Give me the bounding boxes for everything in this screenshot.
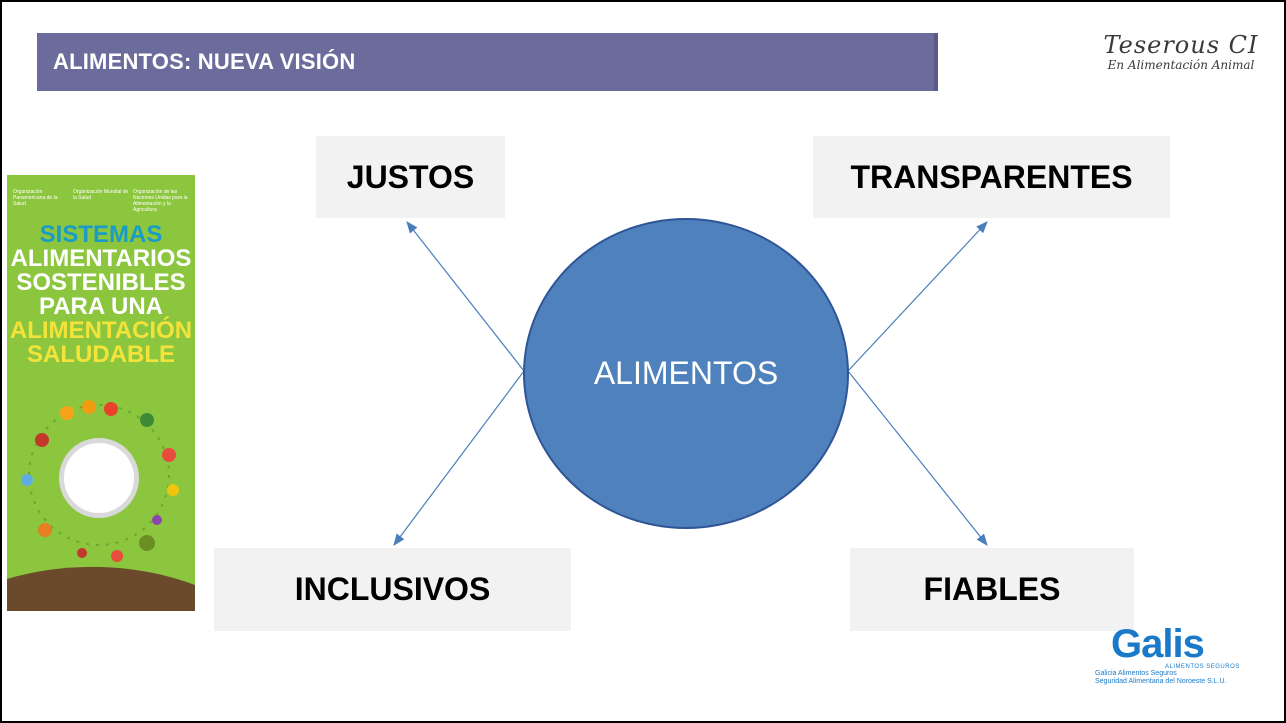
arrow-to-transparentes [847,221,988,372]
center-circle: ALIMENTOS [523,218,849,529]
galis-company-line: Seguridad Alimentaria del Noroeste S.L.U… [1095,678,1227,685]
galis-tag: ALIMENTOS SEGUROS [1165,664,1240,670]
poster-ground [7,566,195,611]
galis-wordmark: Galis [1111,622,1205,666]
page-title: ALIMENTOS: NUEVA VISIÓN [53,49,356,74]
poster-image: Organización Panamericana de la Salud Or… [7,175,195,611]
label-transparentes: TRANSPARENTES [813,136,1170,218]
arrow-to-justos [406,221,525,372]
title-bar: ALIMENTOS: NUEVA VISIÓN [37,33,938,91]
poster-title: SISTEMAS ALIMENTARIOS SOSTENIBLES PARA U… [7,223,195,367]
poster-title-line: ALIMENTARIOS [10,245,192,272]
center-label: ALIMENTOS [593,355,779,391]
brand-name: Teserous CI [1103,31,1259,59]
poster-title-line: SISTEMAS [39,221,163,248]
poster-food-ring [21,400,179,562]
org-logo-oms: Organización Mundial de la Salud [73,189,129,201]
teserous-logo: Teserous CI En Alimentación Animal [1092,32,1270,72]
org-logo-fao: Organización de las Naciones Unidas para… [133,189,188,213]
plate-icon [59,438,139,518]
poster-org-logos: Organización Panamericana de la Salud Or… [13,189,189,213]
label-inclusivos: INCLUSIVOS [214,548,571,631]
label-fiables: FIABLES [850,548,1134,631]
org-logo-ops: Organización Panamericana de la Salud [13,189,58,207]
galis-company-line: Galicia Alimentos Seguros [1095,670,1177,677]
brand-tagline: En Alimentación Animal [1107,58,1255,72]
poster-title-line: SALUDABLE [27,341,175,368]
arrow-to-fiables [847,370,988,546]
galis-logo: Galis ALIMENTOS SEGUROS Galicia Alimento… [1095,624,1275,686]
poster-title-line: SOSTENIBLES [16,269,186,296]
label-justos: JUSTOS [316,136,505,218]
arrow-to-inclusivos [393,370,525,546]
poster-title-line: ALIMENTACIÓN [9,317,193,344]
poster-title-line: PARA UNA [39,293,163,320]
